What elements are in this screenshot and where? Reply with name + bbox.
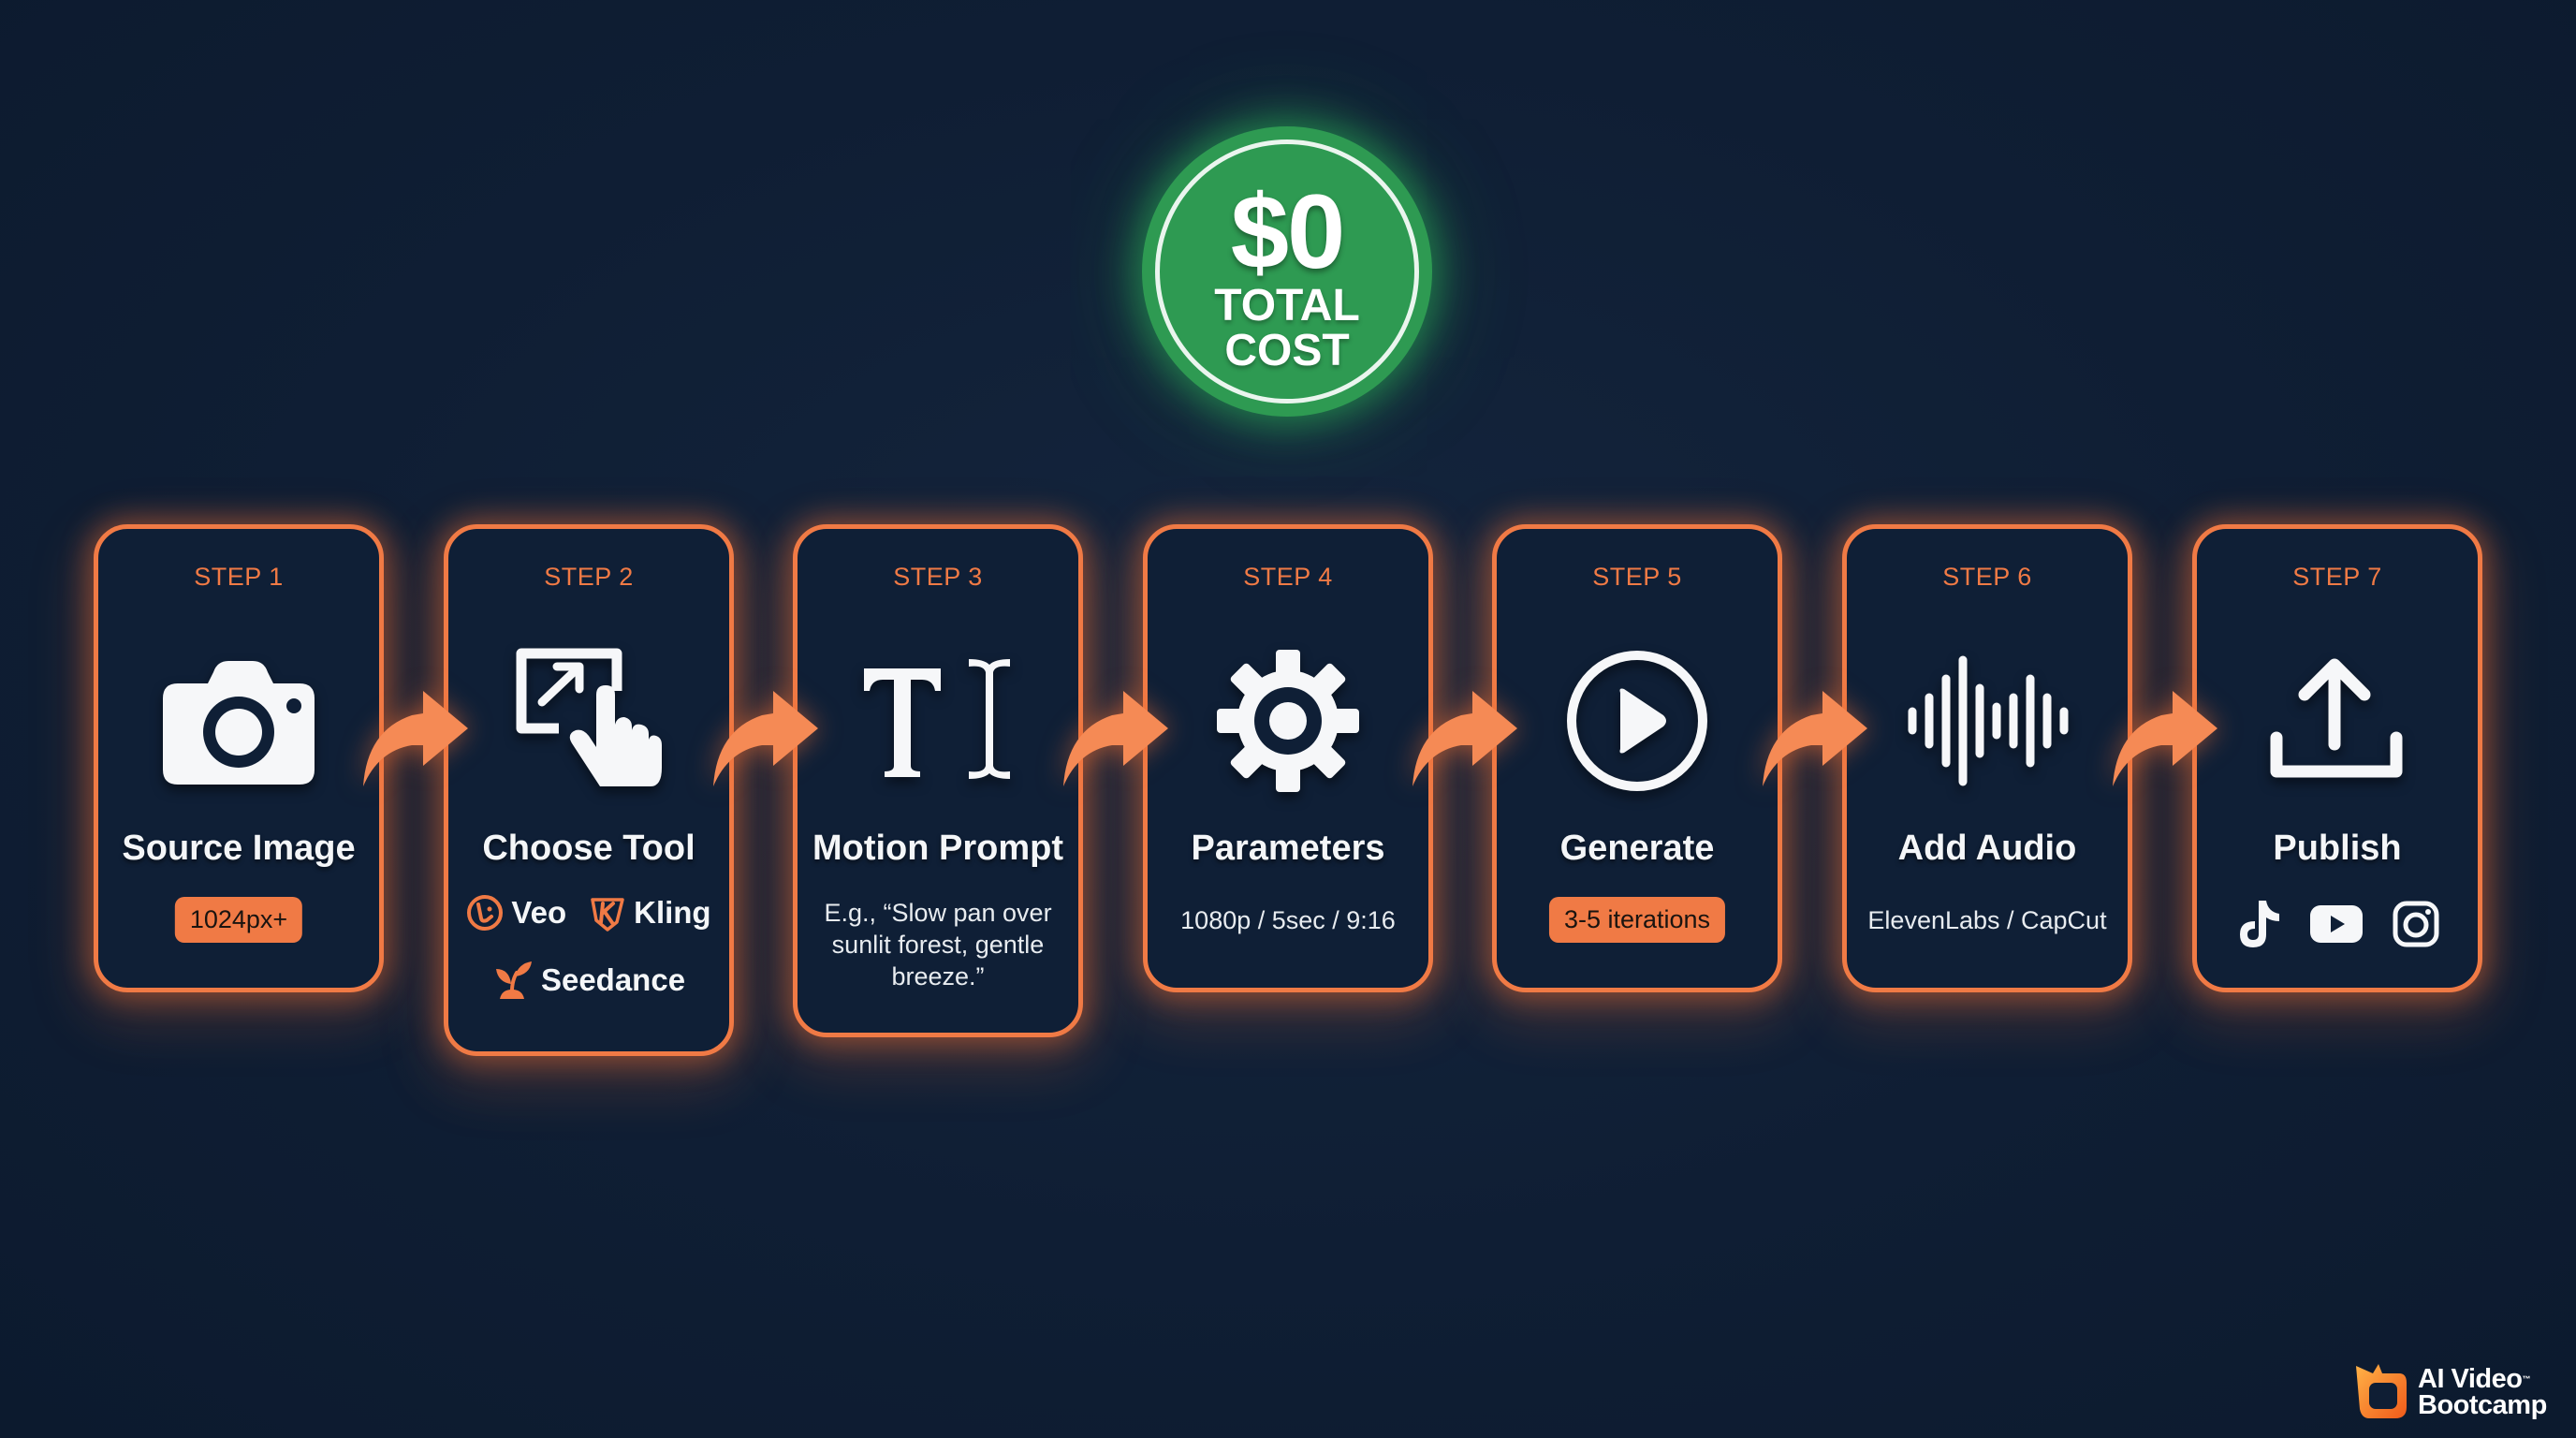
step-label: STEP 4 (1243, 563, 1333, 591)
tool-name: Seedance (540, 962, 686, 997)
tool-name: Veo (511, 895, 567, 930)
tap-select-icon (448, 637, 729, 805)
badge-amount: $0 (1230, 173, 1346, 290)
play-circle-icon (1497, 637, 1778, 805)
platform-icons (2197, 899, 2478, 949)
kling-logo-icon (591, 898, 624, 932)
tools-row-2: Seedance (448, 960, 729, 1001)
veo-logo-icon (467, 895, 504, 931)
curved-arrow-right-icon (1763, 691, 1867, 786)
seedance-sprout-icon (495, 961, 532, 999)
step-label: STEP 5 (1592, 563, 1682, 591)
curved-arrow-right-icon (1412, 691, 1517, 786)
curved-arrow-right-icon (713, 691, 818, 786)
step-pill: 3-5 iterations (1548, 897, 1726, 943)
tiktok-icon (2240, 901, 2279, 947)
step-detail: 1080p / 5sec / 9:16 (1180, 906, 1396, 934)
tool-kling: Kling (589, 894, 711, 932)
step-card-3: STEP 3 Motion Prompt E.g., “Slow pan ove… (793, 524, 1083, 1037)
step-label: STEP 2 (544, 563, 634, 591)
step-label: STEP 3 (893, 563, 983, 591)
step-card-5: STEP 5 Generate 3-5 iterations (1492, 524, 1782, 992)
step-title: Add Audio (1897, 829, 2077, 868)
camera-icon (98, 637, 379, 805)
tool-veo: Veo (466, 894, 566, 932)
step-title: Choose Tool (482, 829, 695, 868)
step-detail: ElevenLabs / CapCut (1867, 906, 2107, 934)
curved-arrow-right-icon (2113, 691, 2217, 786)
logo-text: AI Video™ Bootcamp (2418, 1364, 2547, 1420)
audio-waveform-icon (1847, 637, 2128, 805)
badge-ring (1155, 139, 1419, 404)
total-cost-badge: $0 TOTAL COST (1142, 126, 1432, 417)
step-title: Generate (1559, 829, 1715, 868)
step-title: Publish (2273, 829, 2402, 868)
curved-arrow-right-icon (363, 691, 468, 786)
text-cursor-icon (798, 637, 1078, 805)
step-pill: 1024px+ (174, 897, 303, 943)
step-title: Motion Prompt (812, 829, 1064, 868)
badge-label: TOTAL COST (1142, 284, 1432, 374)
youtube-icon (2310, 905, 2363, 943)
step-card-2: STEP 2 Choose Tool Veo Kling (444, 524, 734, 1056)
step-card-1: STEP 1 Source Image 1024px+ (94, 524, 384, 992)
step-card-4: STEP 4 Parameters 1080p / 5sec / 9:16 (1143, 524, 1433, 992)
step-card-7: STEP 7 Publish (2192, 524, 2482, 992)
tool-name: Kling (634, 895, 711, 930)
step-detail: E.g., “Slow pan over sunlit forest, gent… (824, 899, 1052, 990)
logo-line2: Bootcamp (2418, 1390, 2547, 1420)
gear-icon (1148, 637, 1428, 805)
curved-arrow-right-icon (1063, 691, 1168, 786)
step-label: STEP 7 (2292, 563, 2382, 591)
flame-tv-logo-icon (2356, 1364, 2407, 1418)
step-card-6: STEP 6 Add Audio ElevenLabs / CapCut (1842, 524, 2132, 992)
upload-icon (2197, 637, 2478, 805)
badge-label-line1: TOTAL (1214, 281, 1360, 330)
logo-tm: ™ (2522, 1374, 2531, 1384)
step-label: STEP 6 (1942, 563, 2032, 591)
step-title: Source Image (122, 829, 356, 868)
tools-row: Veo Kling (448, 894, 729, 932)
tool-seedance: Seedance (492, 960, 685, 1001)
step-title: Parameters (1191, 829, 1385, 868)
badge-label-line2: COST (1224, 326, 1350, 375)
instagram-icon (2393, 901, 2439, 947)
step-label: STEP 1 (194, 563, 284, 591)
logo-line1: AI Video (2418, 1364, 2523, 1394)
ai-video-bootcamp-logo: AI Video™ Bootcamp (2354, 1362, 2547, 1422)
